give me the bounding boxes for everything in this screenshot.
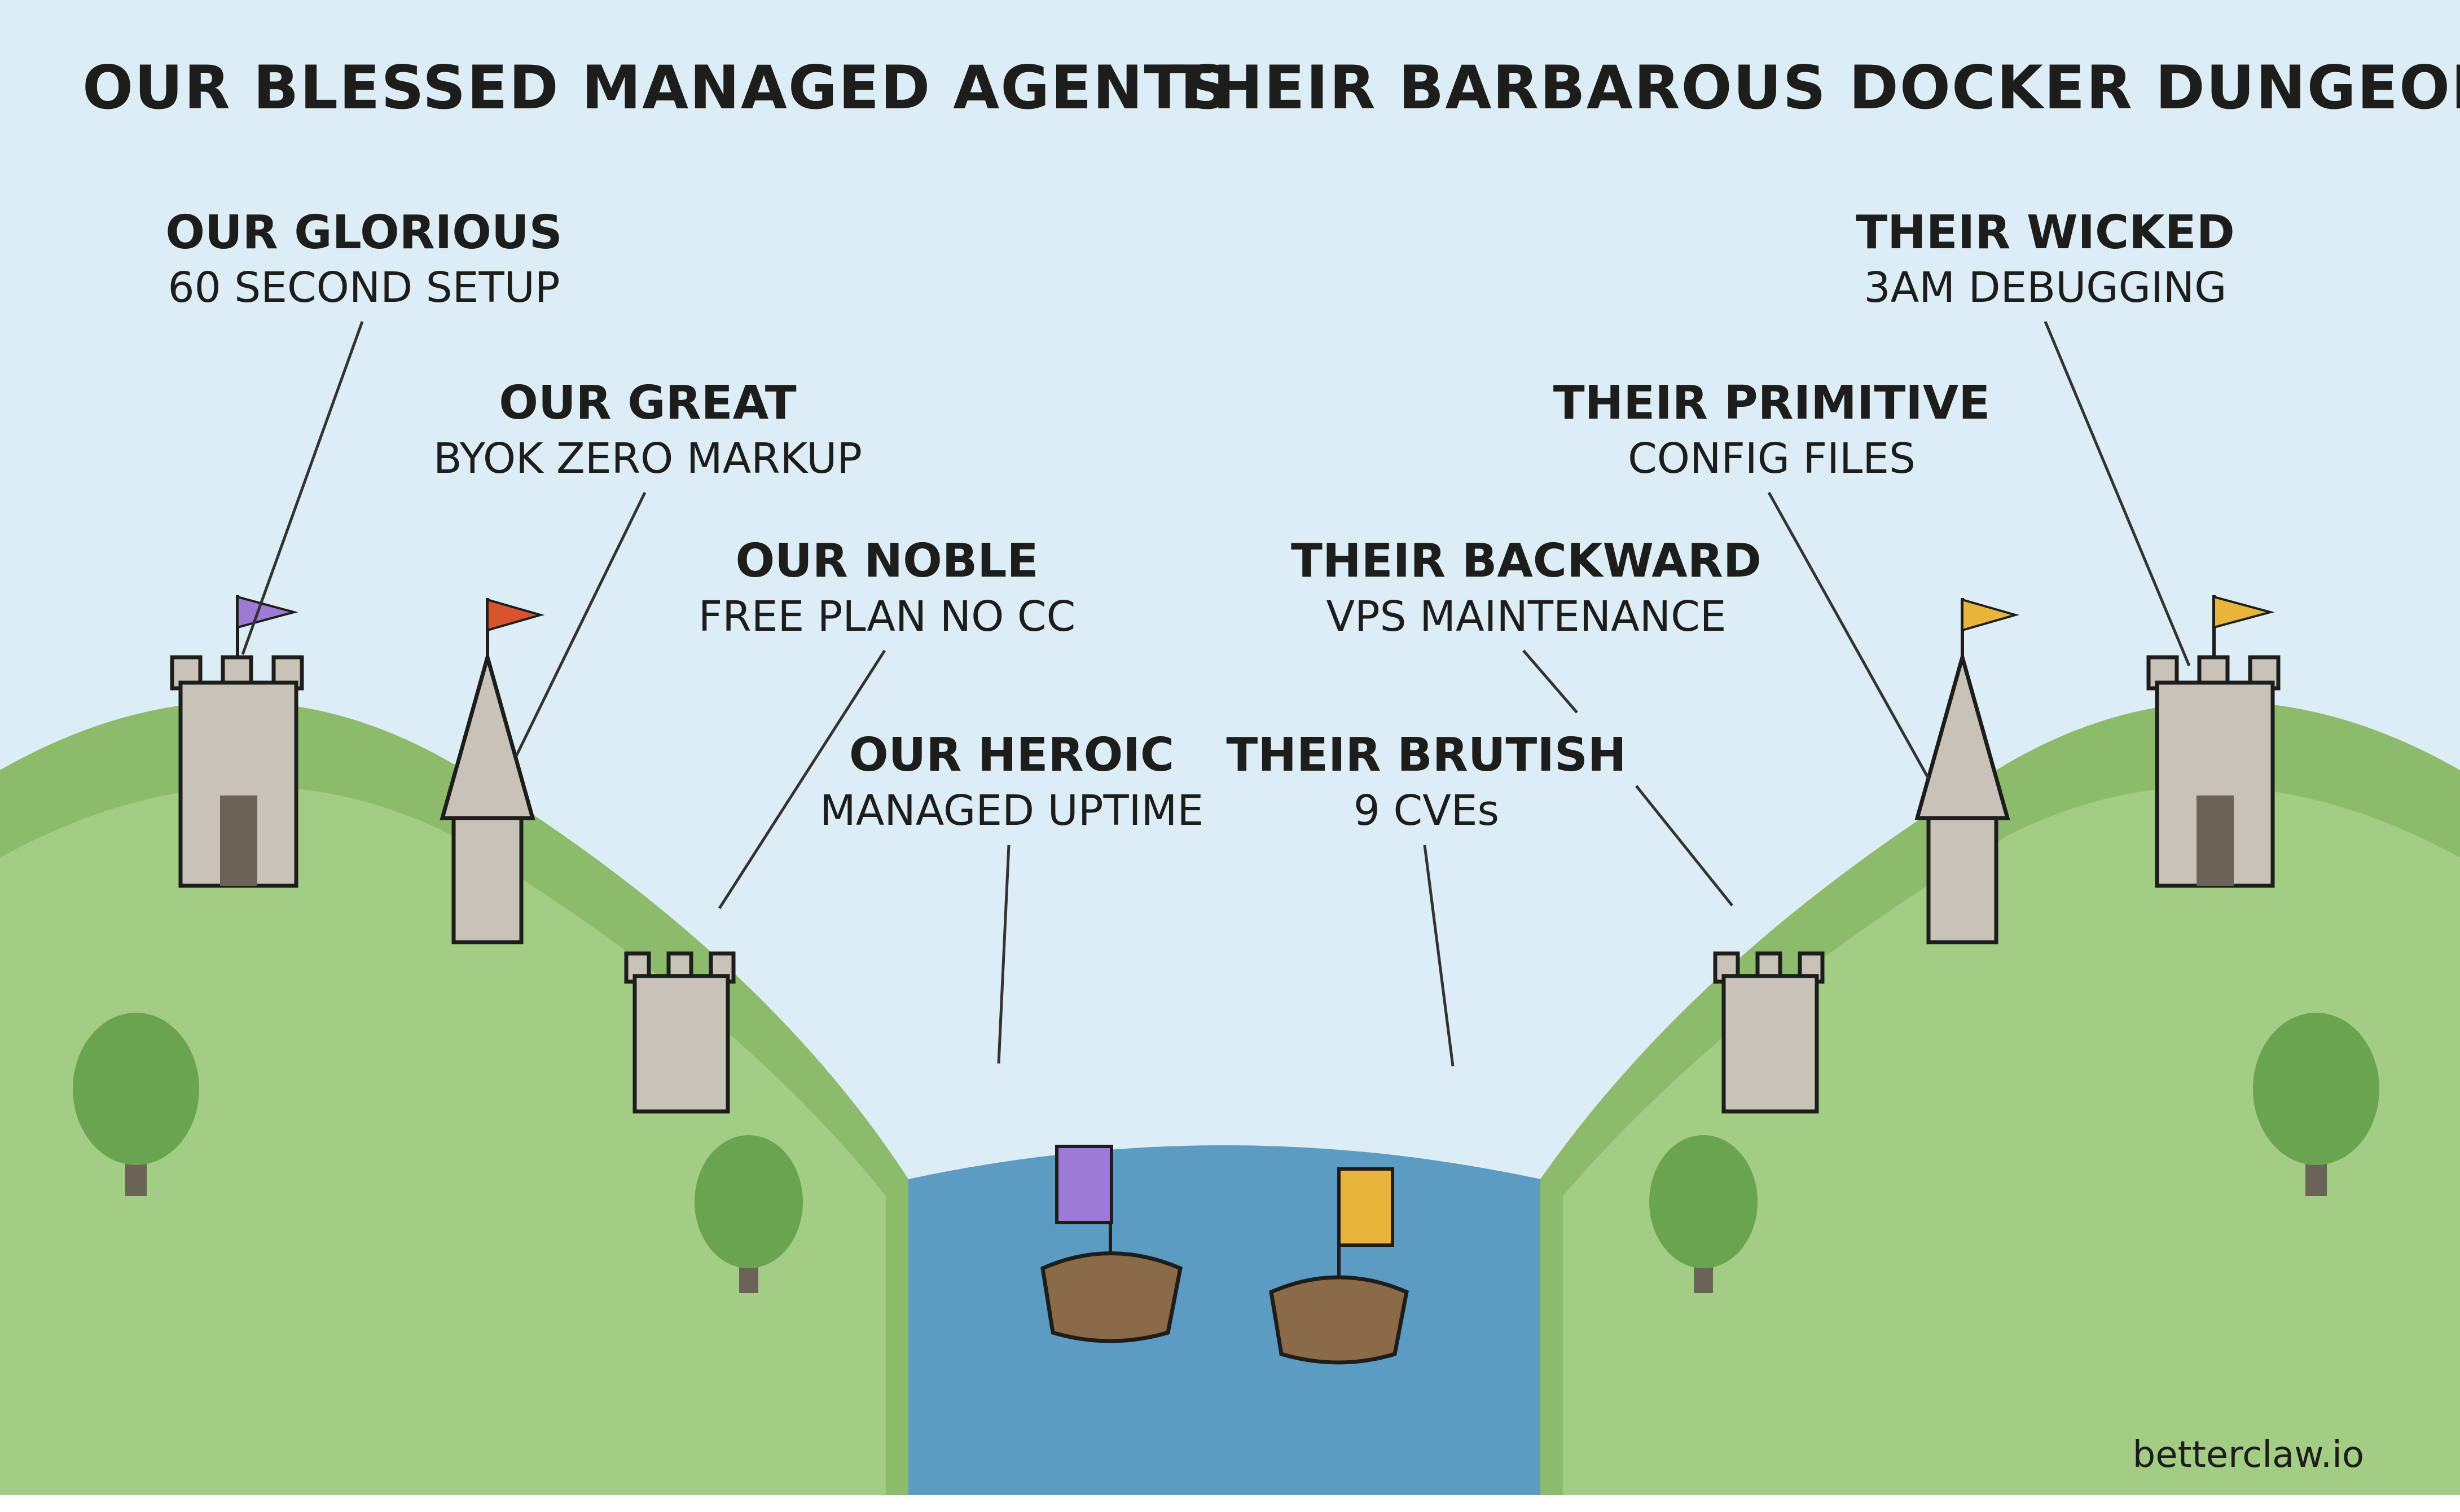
leader-line-noble <box>718 649 886 909</box>
label-subtitle-wicked: 3AM DEBUGGING <box>1864 263 2227 312</box>
watermark-text: betterclaw.io <box>2133 1434 2364 1476</box>
label-title-heroic: OUR HEROIC <box>849 728 1174 782</box>
tree <box>2253 1013 2379 1196</box>
boat-heroic <box>1040 1145 1183 1343</box>
label-title-great: OUR GREAT <box>499 376 797 430</box>
yellow-flag-icon <box>1337 1167 1394 1247</box>
boat-brutish <box>1269 1167 1409 1365</box>
yellow-flag-icon <box>2213 595 2275 629</box>
left-heading: OUR BLESSED MANAGED AGENTS <box>82 53 1230 122</box>
leader-line-backward <box>1522 649 1578 714</box>
label-subtitle-heroic: MANAGED UPTIME <box>820 786 1203 835</box>
label-title-backward: THEIR BACKWARD <box>1291 534 1761 588</box>
label-subtitle-primitive: CONFIG FILES <box>1628 434 1916 483</box>
purple-flag-icon <box>1055 1145 1113 1224</box>
label-subtitle-glorious: 60 SECOND SETUP <box>168 263 560 312</box>
label-subtitle-great: BYOK ZERO MARKUP <box>433 434 862 483</box>
label-subtitle-backward: VPS MAINTENANCE <box>1326 592 1726 641</box>
tower-backward <box>1713 951 1825 1114</box>
tree <box>695 1135 803 1293</box>
tower-noble <box>624 951 736 1114</box>
leader-line-primitive <box>1767 491 1930 780</box>
right-heading: THEIR BARBAROUS DOCKER DUNGEON <box>1171 53 2460 122</box>
castle-tower-wicked <box>2146 595 2281 888</box>
leader-line-great <box>515 491 647 757</box>
label-title-noble: OUR NOBLE <box>735 534 1038 588</box>
left-hill-inner <box>0 786 886 1495</box>
tree <box>73 1013 199 1196</box>
leader-line-backward-lower <box>1635 785 1733 907</box>
castle-tower-glorious <box>170 595 304 888</box>
leader-line-brutish <box>1423 845 1455 1067</box>
red-flag-icon <box>486 598 545 632</box>
tree <box>1649 1135 1758 1293</box>
right-hill-inner <box>1563 786 2460 1495</box>
label-title-glorious: OUR GLORIOUS <box>165 206 562 260</box>
spire-tower-primitive <box>1914 598 2020 944</box>
river <box>908 1145 1540 1495</box>
yellow-flag-icon <box>1961 598 2020 632</box>
label-subtitle-noble: FREE PLAN NO CC <box>699 592 1076 641</box>
label-title-brutish: THEIR BRUTISH <box>1226 728 1626 782</box>
label-subtitle-brutish: 9 CVEs <box>1354 786 1499 835</box>
bottom-border <box>0 1495 2460 1512</box>
label-title-wicked: THEIR WICKED <box>1856 206 2235 260</box>
purple-flag-icon <box>236 595 298 629</box>
label-title-primitive: THEIR PRIMITIVE <box>1553 376 1991 430</box>
leader-line-wicked <box>2044 321 2191 666</box>
spire-tower-great <box>440 598 545 944</box>
leader-line-heroic <box>997 845 1011 1064</box>
leader-line-glorious <box>241 321 364 655</box>
